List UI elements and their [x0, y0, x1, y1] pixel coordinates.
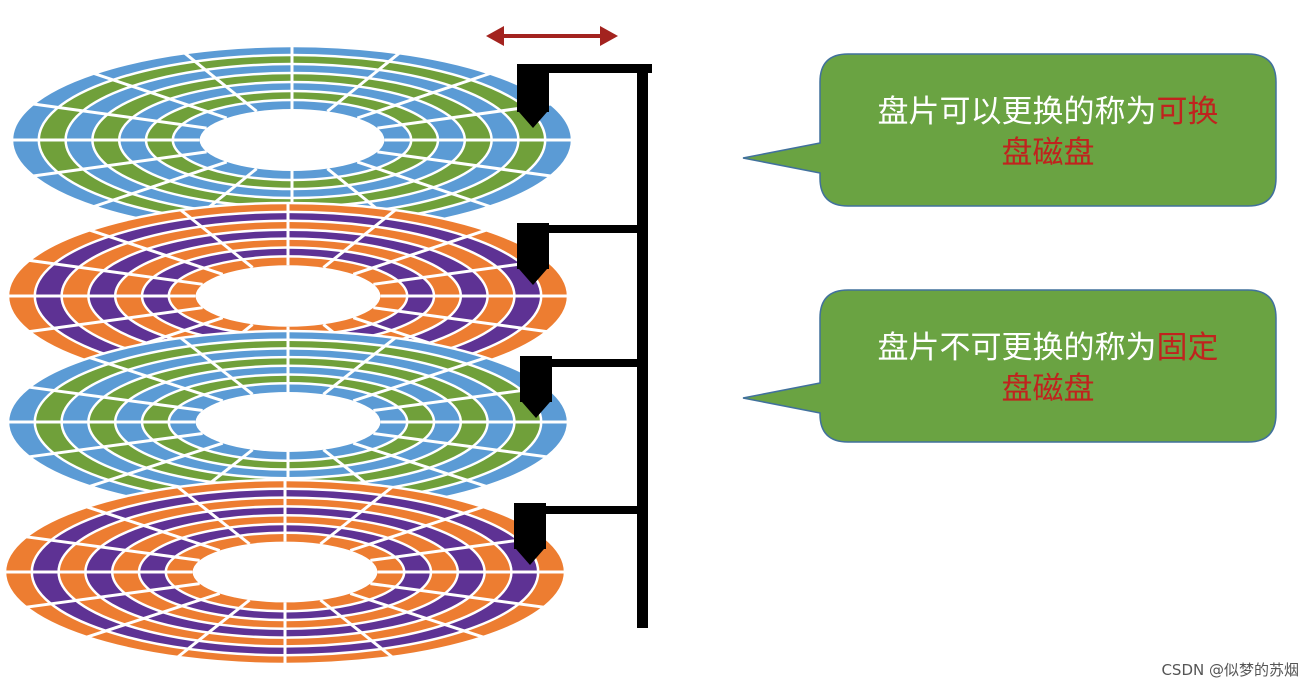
sector-line	[349, 592, 484, 639]
sector-line	[179, 208, 254, 269]
callout-line-2: 盘磁盘	[1002, 371, 1095, 407]
sector-line	[370, 582, 544, 609]
sector-line	[373, 432, 547, 459]
sector-line	[89, 441, 224, 488]
read-write-head-1	[517, 64, 549, 128]
sector-line	[322, 208, 397, 269]
read-write-head-4	[514, 503, 546, 565]
read-write-head-3	[520, 356, 552, 418]
spindle-hole	[195, 265, 381, 327]
sector-line	[349, 505, 484, 552]
sector-line	[377, 150, 551, 178]
sector-line	[29, 385, 203, 412]
sector-line	[29, 258, 203, 286]
spindle-hole	[199, 109, 385, 171]
callout-bubble	[742, 53, 1277, 207]
callout-line-2: 盘磁盘	[1002, 135, 1095, 171]
actuator-assembly	[514, 64, 652, 628]
sector-line	[93, 160, 228, 208]
platter-1	[10, 44, 574, 236]
callout-text-highlight: 固定	[1157, 330, 1219, 366]
arm-movement-arrow	[486, 26, 618, 46]
sector-line	[176, 485, 251, 546]
sector-line	[319, 598, 394, 659]
sector-line	[33, 150, 207, 178]
callout-fixed-disk: 盘片不可更换的称为固定 盘磁盘	[742, 289, 1277, 443]
callout-text-normal: 盘片不可更换的称为	[878, 330, 1157, 366]
spindle-hole	[195, 392, 381, 452]
callout-text-normal: 盘片可以更换的称为	[878, 94, 1157, 130]
callout-line-1: 盘片可以更换的称为可换	[878, 94, 1219, 130]
sector-line	[319, 485, 394, 546]
sector-line	[183, 52, 258, 113]
read-write-head-2	[517, 223, 549, 285]
arm-1	[524, 64, 652, 73]
sector-line	[93, 72, 228, 120]
sector-line	[89, 356, 224, 403]
sector-line	[89, 228, 224, 276]
arm-4	[524, 506, 644, 514]
platter-stack	[3, 44, 574, 666]
sector-line	[356, 160, 491, 208]
sector-line	[176, 598, 251, 659]
sector-line	[26, 535, 200, 562]
sector-line	[352, 356, 487, 403]
arm-2	[524, 225, 644, 233]
sector-line	[86, 592, 221, 639]
sector-line	[352, 441, 487, 488]
callout-bubble	[742, 289, 1277, 443]
arm-3	[524, 359, 644, 367]
sector-line	[86, 505, 221, 552]
spindle-hole	[192, 541, 378, 603]
sector-line	[179, 336, 254, 396]
watermark: CSDN @似梦的苏烟	[1161, 661, 1299, 679]
platter-3	[6, 329, 570, 515]
sector-line	[356, 72, 491, 120]
sector-line	[33, 102, 207, 130]
callout-text-highlight: 可换	[1157, 94, 1219, 130]
sector-line	[326, 52, 401, 113]
sector-line	[29, 432, 203, 459]
sector-line	[26, 582, 200, 609]
platter-4	[3, 478, 567, 666]
sector-line	[29, 306, 203, 334]
callout-line-1: 盘片不可更换的称为固定	[878, 330, 1219, 366]
sector-line	[322, 336, 397, 396]
callout-removable-disk: 盘片可以更换的称为可换 盘磁盘	[742, 53, 1277, 207]
sector-line	[373, 385, 547, 412]
actuator-shaft	[637, 66, 648, 628]
sector-line	[352, 228, 487, 276]
sector-line	[373, 306, 547, 334]
